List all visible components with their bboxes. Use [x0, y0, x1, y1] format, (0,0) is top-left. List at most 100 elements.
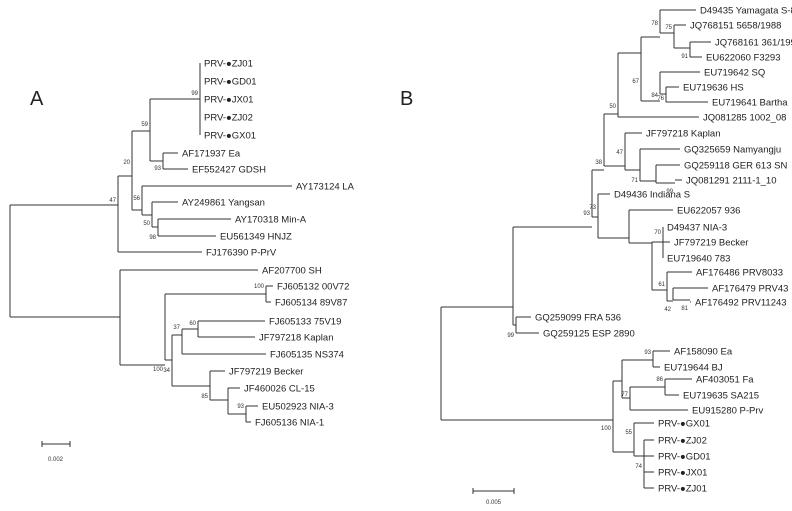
bootstrap-label: 93 — [237, 404, 244, 410]
bootstrap-label: 34 — [163, 368, 170, 374]
leaf-label-eu622060: EU622060 F3293 — [706, 53, 780, 64]
leaf-label-eu719644: EU719644 BJ — [664, 363, 723, 374]
scale-bar-a: 0.002 — [41, 441, 71, 463]
bootstrap-label: 37 — [173, 325, 180, 331]
panel-b-label: B — [400, 88, 413, 110]
bootstrap-label: 67 — [632, 79, 639, 85]
leaf-label-eu502923: EU502923 NIA-3 — [262, 402, 334, 413]
leaf-label-d49435: D49435 Yamagata S-81 — [700, 6, 792, 17]
tree-branches — [9, 9, 711, 489]
leaf-label-gq259118: GQ259118 GER 613 SN — [684, 161, 787, 172]
bootstrap-label: 84 — [651, 93, 658, 99]
leaf-label-jf797218: JF797218 Kaplan — [259, 333, 333, 344]
leaf-label-jf797219: JF797219 Becker — [674, 238, 748, 249]
leaf-label-gq259125: GQ259125 ESP 2890 — [543, 329, 635, 340]
leaf-label-fj605134: FJ605134 89V87 — [275, 298, 347, 309]
leaf-label-jq081291: JQ081291 2111-1_10 — [686, 176, 777, 187]
leaf-label-ay249861: AY249861 Yangsan — [182, 198, 265, 209]
leaf-label-af176486: AF176486 PRV8033 — [696, 268, 783, 279]
leaf-label-jx01: PRV-●JX01 — [658, 468, 707, 479]
bootstrap-label: 70 — [654, 230, 661, 236]
bootstrap-label: 61 — [658, 282, 665, 288]
bootstrap-label: 81 — [681, 306, 688, 312]
scale-bar-a-label: 0.002 — [48, 457, 64, 463]
leaf-labels: PRV-●ZJ01PRV-●GD01PRV-●JX01PRV-●ZJ02PRV-… — [182, 6, 792, 495]
bootstrap-label: 59 — [141, 122, 148, 128]
leaf-label-gx01: PRV-●GX01 — [204, 131, 256, 142]
bootstrap-label: 74 — [635, 464, 642, 470]
bootstrap-label: 75 — [665, 25, 672, 31]
leaf-label-fj176390: FJ176390 P-PrV — [206, 248, 277, 259]
leaf-label-af171937: AF171937 Ea — [182, 149, 241, 160]
bootstrap-label: 85 — [201, 394, 208, 400]
bootstrap-label: 99 — [507, 333, 514, 339]
bootstrap-label: 99 — [666, 189, 673, 195]
bootstrap-label: 55 — [625, 430, 632, 436]
leaf-label-eu719640: EU719640 783 — [667, 254, 730, 265]
leaf-label-zj02: PRV-●ZJ02 — [658, 436, 707, 447]
leaf-label-jf797219: JF797219 Becker — [229, 367, 303, 378]
bootstrap-label: 71 — [631, 178, 638, 184]
leaf-label-af403051: AF403051 Fa — [696, 375, 754, 386]
leaf-label-ay173124: AY173124 LA — [296, 182, 355, 193]
leaf-label-jx01: PRV-●JX01 — [204, 95, 253, 106]
leaf-label-gx01: PRV-●GX01 — [658, 419, 710, 430]
leaf-label-fj605132: FJ605132 00V72 — [277, 282, 349, 293]
bootstrap-label: 76 — [657, 96, 664, 102]
leaf-label-zj01: PRV-●ZJ01 — [204, 59, 253, 70]
leaf-label-jq081285: JQ081285 1002_08 — [703, 113, 786, 124]
leaf-label-zj02: PRV-●ZJ02 — [204, 113, 253, 124]
leaf-label-fj605136: FJ605136 NIA-1 — [255, 418, 324, 429]
bootstrap-label: 93 — [644, 350, 651, 356]
leaf-label-jq768151: JQ768151 5658/1988 — [690, 21, 781, 32]
bootstrap-label: 50 — [143, 221, 150, 227]
bootstrap-label: 60 — [189, 321, 196, 327]
leaf-label-fj605135: FJ605135 NS374 — [270, 350, 344, 361]
bootstrap-label: 73 — [589, 205, 596, 211]
leaf-label-eu561349: EU561349 HNJZ — [220, 232, 292, 243]
bootstrap-label: 78 — [651, 21, 658, 27]
leaf-label-af176479: AF176479 PRV43 — [712, 284, 788, 295]
bootstrap-label: 77 — [621, 392, 628, 398]
leaf-label-gq325659: GQ325659 Namyangju — [684, 145, 781, 156]
leaf-label-zj01: PRV-●ZJ01 — [658, 484, 707, 495]
leaf-label-d49436: D49436 Indiana S — [614, 190, 690, 201]
leaf-label-eu719635: EU719635 SA215 — [683, 391, 759, 402]
leaf-label-jq768161: JQ768161 361/1998 — [715, 38, 792, 49]
bootstrap-label: 100 — [153, 367, 164, 373]
leaf-label-eu719641: EU719641 Bartha — [712, 98, 788, 109]
bootstrap-label: 50 — [609, 104, 616, 110]
scale-bar-b: 0.005 — [472, 488, 515, 506]
bootstrap-label: 47 — [616, 150, 623, 156]
leaf-label-jf797218: JF797218 Kaplan — [646, 129, 720, 140]
leaf-label-af158090: AF158090 Ea — [674, 347, 733, 358]
scale-bar-b-label: 0.005 — [486, 500, 502, 506]
leaf-label-af176492: AF176492 PRV11243 — [695, 298, 787, 309]
bootstrap-label: 38 — [595, 160, 602, 166]
bootstrap-label: 99 — [191, 91, 198, 97]
bootstrap-label: 86 — [656, 377, 663, 383]
leaf-label-fj605133: FJ605133 75V19 — [269, 317, 341, 328]
leaf-label-ay170318: AY170318 Min-A — [235, 215, 307, 226]
leaf-label-gd01: PRV-●GD01 — [658, 452, 711, 463]
leaf-label-gd01: PRV-●GD01 — [204, 77, 257, 88]
bootstrap-label: 93 — [154, 166, 161, 172]
bootstrap-label: 100 — [254, 284, 265, 290]
bootstrap-label: 100 — [601, 426, 612, 432]
bootstrap-label: 98 — [149, 235, 156, 241]
bootstrap-label: 42 — [664, 307, 671, 313]
leaf-label-gq259099: GQ259099 FRA 536 — [535, 313, 621, 324]
bootstrap-label: 91 — [681, 54, 688, 60]
leaf-label-af207700: AF207700 SH — [262, 266, 322, 277]
leaf-label-eu915280: EU915280 P-Prv — [692, 406, 764, 417]
panel-a-label: A — [30, 88, 44, 110]
leaf-label-d49437: D49437 NIA-3 — [667, 223, 727, 234]
leaf-label-eu719642: EU719642 SQ — [704, 68, 765, 79]
bootstrap-values: 9993599850562047100603793853410091757876… — [109, 21, 688, 470]
leaf-label-eu622057: EU622057 936 — [677, 206, 740, 217]
bootstrap-label: 93 — [583, 211, 590, 217]
bootstrap-label: 20 — [123, 160, 130, 166]
leaf-label-eu719636: EU719636 HS — [683, 83, 744, 94]
bootstrap-label: 56 — [133, 196, 140, 202]
